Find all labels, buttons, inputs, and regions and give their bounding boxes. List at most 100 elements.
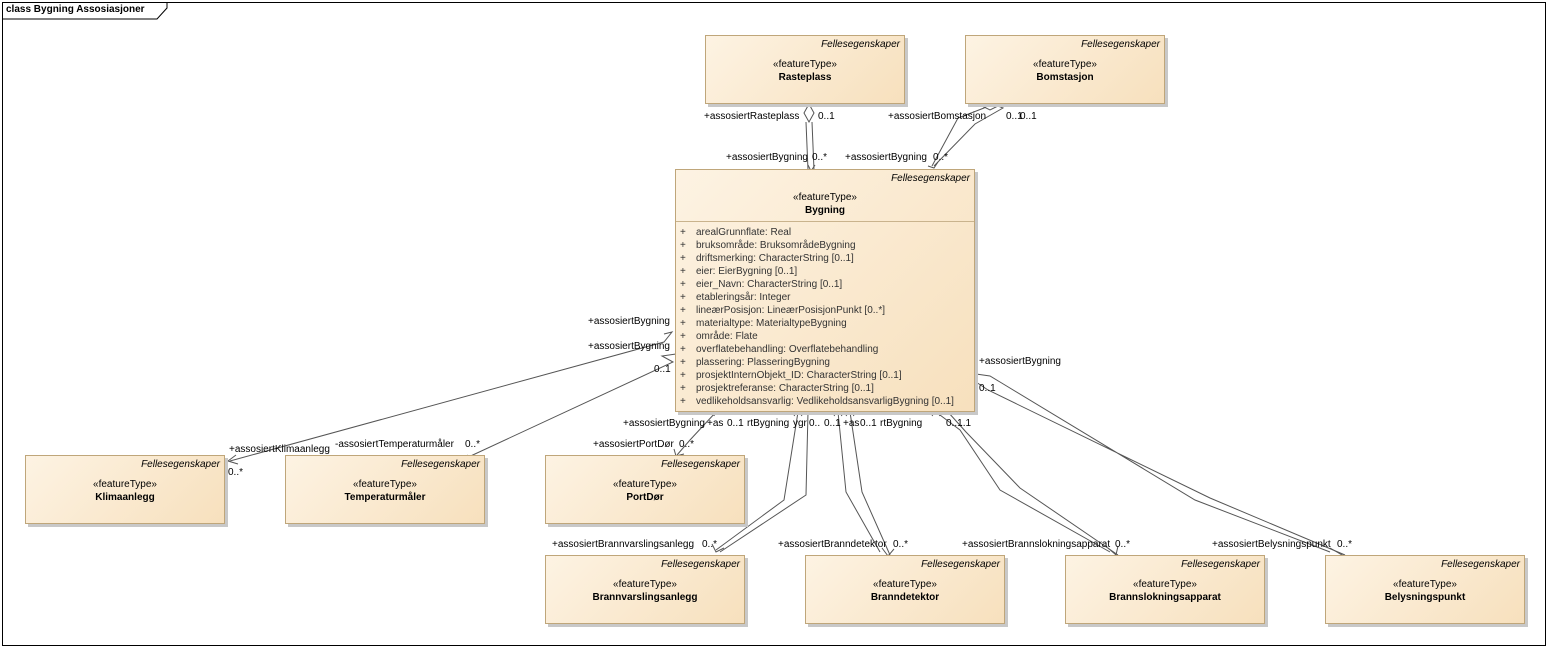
class-bomstasjon[interactable]: Fellesegenskaper «featureType» Bomstasjo… — [965, 35, 1165, 104]
attribute-text: materialtype: MaterialtypeBygning — [696, 318, 847, 329]
attribute-text: driftsmerking: CharacterString [0..1] — [696, 253, 854, 264]
bomstasjon-stereotype: «featureType» — [1033, 59, 1097, 70]
portdor-stereotype: «featureType» — [613, 479, 677, 490]
belysning-connector — [975, 373, 1346, 556]
portdor-connector — [676, 411, 717, 456]
bottom-rt-role-label: rtBygning — [747, 418, 790, 429]
attribute-visibility: + — [680, 305, 686, 316]
attribute-visibility: + — [680, 331, 686, 342]
temperaturmaler-stereotype: «featureType» — [353, 479, 417, 490]
klimaanlegg-stereotype: «featureType» — [93, 479, 157, 490]
klimaanlegg-name: Klimaanlegg — [95, 492, 155, 503]
brannslokningsapparat-tag: Fellesegenskaper — [1181, 559, 1260, 570]
bygning-attributes: + arealGrunnflate: Real + bruksområde: Bru… — [680, 226, 970, 408]
left-bygning-role-label-2: +assosiertBygning — [588, 341, 670, 352]
frame-tab-outline — [2, 2, 168, 20]
attribute-visibility: + — [680, 227, 686, 238]
attribute-row: +område: Flate — [680, 330, 970, 343]
klimaanlegg-connector — [229, 331, 674, 462]
bygning-name: Bygning — [805, 205, 845, 216]
bygning-bomstasjon-multiplicity: 0..* — [933, 152, 949, 163]
rasteplass-role-label: +assosiertRasteplass — [704, 111, 800, 122]
brannvarsling-role-label: +assosiertBrannvarslingsanlegg — [552, 539, 695, 550]
attribute-row: +materialtype: MaterialtypeBygning — [680, 317, 970, 330]
attribute-row: + etableringsår: Integer — [680, 291, 970, 304]
belysning-role-label: +assosiertBelysningspunkt — [1212, 539, 1331, 550]
brannvarsling-multiplicity: 0..* — [702, 539, 718, 550]
attribute-row: + bruksområde: BruksområdeBygning — [680, 239, 970, 252]
attribute-visibility: + — [680, 240, 686, 251]
temperaturmaler-tag: Fellesegenskaper — [401, 459, 480, 470]
attribute-visibility: + — [680, 292, 686, 303]
brannvarsling-arrowhead — [711, 543, 725, 553]
attribute-visibility: + — [680, 344, 686, 355]
brannvarslingsanlegg-name: Brannvarslingsanlegg — [592, 592, 698, 603]
class-brannvarslingsanlegg[interactable]: Fellesegenskaper «featureType» Brannvars… — [545, 555, 745, 624]
attribute-row: +prosjektreferanse: CharacterString [0..… — [680, 382, 970, 395]
bottom-multiplicity-1: 0..1 — [727, 418, 744, 429]
bygning-tag: Fellesegenskaper — [891, 173, 970, 184]
attribute-visibility: + — [680, 396, 686, 407]
brannslokningsapparat-stereotype: «featureType» — [1133, 579, 1197, 590]
bottom-as-role-label: +as — [707, 418, 724, 429]
belysning-multiplicity: 0..* — [1337, 539, 1353, 550]
attribute-text: arealGrunnflate: Real — [696, 227, 792, 238]
bottom-ygr-label: ygr — [793, 418, 807, 429]
right-multiplicity-1: 0..1 — [979, 383, 996, 394]
attribute-text: lineærPosisjon: LineærPosisjonPunkt [0..… — [696, 305, 885, 316]
class-rasteplass[interactable]: Fellesegenskaper «featureType» Rasteplas… — [705, 35, 905, 104]
attribute-visibility: + — [680, 266, 686, 277]
portdor-multiplicity: 0..* — [679, 439, 695, 450]
attribute-text: bruksområde: BruksområdeBygning — [696, 240, 856, 251]
class-bygning[interactable]: Fellesegenskaper «featureType» Bygning +… — [675, 169, 975, 412]
attribute-text: overflatebehandling: Overflatebehandling — [696, 344, 879, 355]
brannslokningsapparat-name: Brannslokningsapparat — [1109, 592, 1221, 603]
bygning-rasteplass-role-label: +assosiertBygning — [726, 152, 808, 163]
rasteplass-name: Rasteplass — [778, 72, 832, 83]
rasteplass-tag: Fellesegenskaper — [821, 39, 900, 50]
branndetektor-stereotype: «featureType» — [873, 579, 937, 590]
branndetektor-name: Branndetektor — [870, 592, 940, 603]
right-multiplicity-2: 0..1 — [946, 418, 963, 429]
attribute-text: etableringsår: Integer — [696, 292, 791, 303]
bomstasjon-tag: Fellesegenskaper — [1081, 39, 1160, 50]
bottom-multiplicity-4: 0..1 — [860, 418, 877, 429]
attribute-text: prosjektreferanse: CharacterString [0..1… — [696, 383, 874, 394]
class-portdor[interactable]: Fellesegenskaper «featureType» PortDør — [545, 455, 745, 524]
bomstasjon-multiplicity: 0..1 — [1006, 111, 1023, 122]
class-branndetektor[interactable]: Fellesegenskaper «featureType» Branndete… — [805, 555, 1005, 624]
belysningspunkt-name: Belysningspunkt — [1384, 592, 1466, 603]
attribute-row: + lineærPosisjon: LineærPosisjonPunkt [0.… — [680, 304, 970, 317]
bomstasjon-arrowhead — [927, 161, 939, 169]
attribute-visibility: + — [680, 370, 686, 381]
attribute-visibility: + — [680, 357, 686, 368]
bygning-rasteplass-multiplicity: 0..* — [812, 152, 828, 163]
class-belysningspunkt[interactable]: Fellesegenskaper «featureType» Belysning… — [1325, 555, 1525, 624]
temperaturmaler-multiplicity: 0..* — [465, 439, 481, 450]
branndetektor-connector — [837, 411, 891, 556]
bottom-as-role-label-2: +as — [843, 418, 860, 429]
temperaturmaler-name: Temperaturmåler — [344, 492, 426, 503]
class-klimaanlegg[interactable]: Fellesegenskaper «featureType» Klimaanle… — [25, 455, 225, 524]
bomstasjon-name: Bomstasjon — [1036, 72, 1094, 83]
klimaanlegg-arrowhead — [226, 454, 239, 465]
class-temperaturmaler[interactable]: Fellesegenskaper «featureType» Temperatu… — [285, 455, 485, 524]
attribute-row: +eier_Navn: CharacterString [0..1] — [680, 278, 970, 291]
portdor-role-label: +assosiertPortDør — [593, 439, 674, 450]
attribute-row: +plassering: PlasseringBygning — [680, 356, 970, 369]
portdor-tag: Fellesegenskaper — [661, 459, 740, 470]
left-multiplicity: 0..1 — [654, 364, 671, 375]
branndetektor-multiplicity: 0..* — [893, 539, 909, 550]
attribute-text: prosjektInternObjekt_ID: CharacterString… — [696, 370, 902, 381]
class-brannslokningsapparat[interactable]: Fellesegenskaper «featureType» Brannslok… — [1065, 555, 1265, 624]
attribute-row: + arealGrunnflate: Real — [680, 226, 970, 239]
rasteplass-stereotype: «featureType» — [773, 59, 837, 70]
bomstasjon-multiplicity-2: 0..1 — [1020, 111, 1037, 122]
rasteplass-diamond — [803, 102, 815, 124]
klimaanlegg-multiplicity: 0..* — [228, 467, 244, 478]
attribute-row: +eier: EierBygning [0..1] — [680, 265, 970, 278]
bottom-multiplicity-3: 0..1 — [824, 418, 841, 429]
rasteplass-connector — [805, 121, 815, 171]
